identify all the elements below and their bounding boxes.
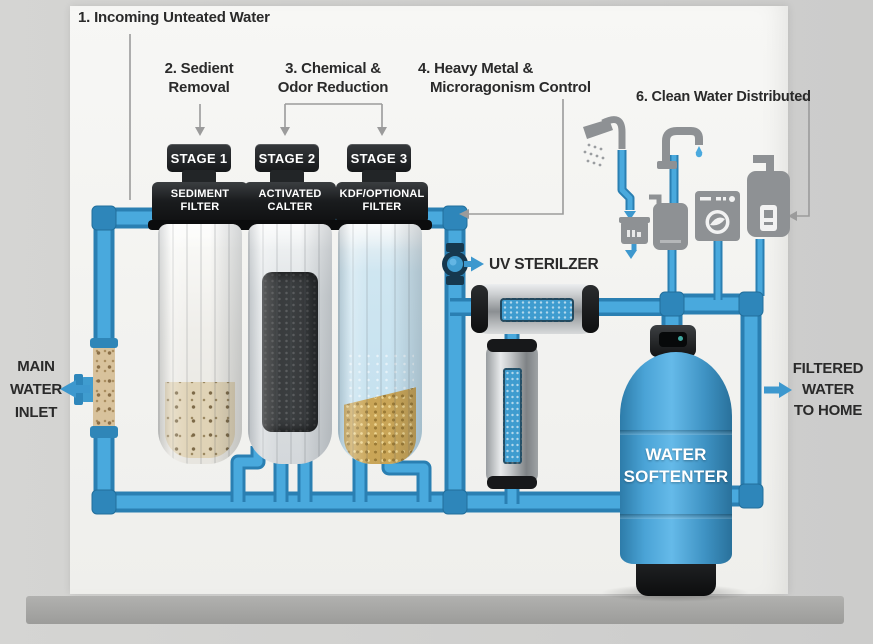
water-softener-tank	[620, 352, 732, 564]
floor	[26, 596, 844, 624]
drop-arrow-icon	[625, 250, 637, 259]
uv-sterilizer-cylinder	[471, 284, 599, 334]
stage-1-badge: STAGE 1	[167, 144, 231, 172]
carbon-media	[262, 272, 318, 432]
uv-sterilizer-label: UV STERILZER	[489, 256, 599, 273]
inline-filter-cylinder	[486, 339, 538, 489]
outlet-arrow-icon	[764, 382, 792, 398]
inlet-arrow-icon	[60, 380, 90, 398]
filter-head-label: ACTIVATED	[258, 188, 322, 200]
softener-valve-head	[650, 325, 696, 357]
drop-arrow-icon	[624, 211, 636, 220]
sediment-media	[165, 382, 235, 458]
filter-head-3: KDF/OPTIONAL FILTER	[332, 182, 432, 230]
filter-head-label: FILTER	[180, 201, 220, 213]
pipe-collar	[90, 426, 118, 438]
water-heater-icon	[747, 155, 790, 237]
filter-head-label: FILTER	[362, 201, 402, 213]
pipe-collar	[90, 338, 118, 348]
sight-window	[503, 368, 522, 464]
label-step-1: 1. Incoming Unteated Water	[78, 9, 270, 26]
kdf-filter-housing	[338, 224, 422, 464]
flow-arrows	[60, 211, 792, 398]
label-step-6: 6. Clean Water Distributed	[636, 89, 811, 105]
uv-window	[500, 298, 574, 322]
filter-head-label: KDF/OPTIONAL	[339, 188, 425, 200]
boiler-icon	[649, 194, 688, 250]
filter-head-label: CALTER	[267, 201, 313, 213]
filtered-outlet-label: FILTERED WATER TO HOME	[792, 360, 864, 419]
washing-machine-icon	[695, 191, 740, 241]
sediment-pipe-section	[93, 346, 115, 428]
faucet-icon	[657, 127, 703, 169]
filter-head-2: ACTIVATED CALTER	[240, 182, 340, 230]
drain-icon	[619, 217, 650, 244]
label-step-2: 2. Sedient Removal	[164, 60, 234, 96]
label-step-4: 4. Heavy Metal & Microragonism Control	[418, 60, 591, 96]
label-leader-lines	[129, 34, 810, 221]
shower-icon	[583, 116, 626, 167]
carbon-filter-housing	[248, 224, 332, 464]
stage-2-badge: STAGE 2	[255, 144, 319, 172]
valve-icon	[442, 243, 468, 285]
uv-arrow-icon	[464, 256, 484, 272]
filter-head-1: SEDIMENT FILTER	[148, 182, 252, 230]
softener-label: WATER SOFTENTER	[623, 445, 729, 486]
main-inlet-label: MAIN WATER INLET	[9, 358, 63, 421]
stage-3-badge: STAGE 3	[347, 144, 411, 172]
sediment-filter-housing	[158, 224, 242, 464]
filter-head-label: SEDIMENT	[170, 188, 230, 200]
label-step-3: 3. Chemical & Odor Reduction	[277, 60, 389, 96]
